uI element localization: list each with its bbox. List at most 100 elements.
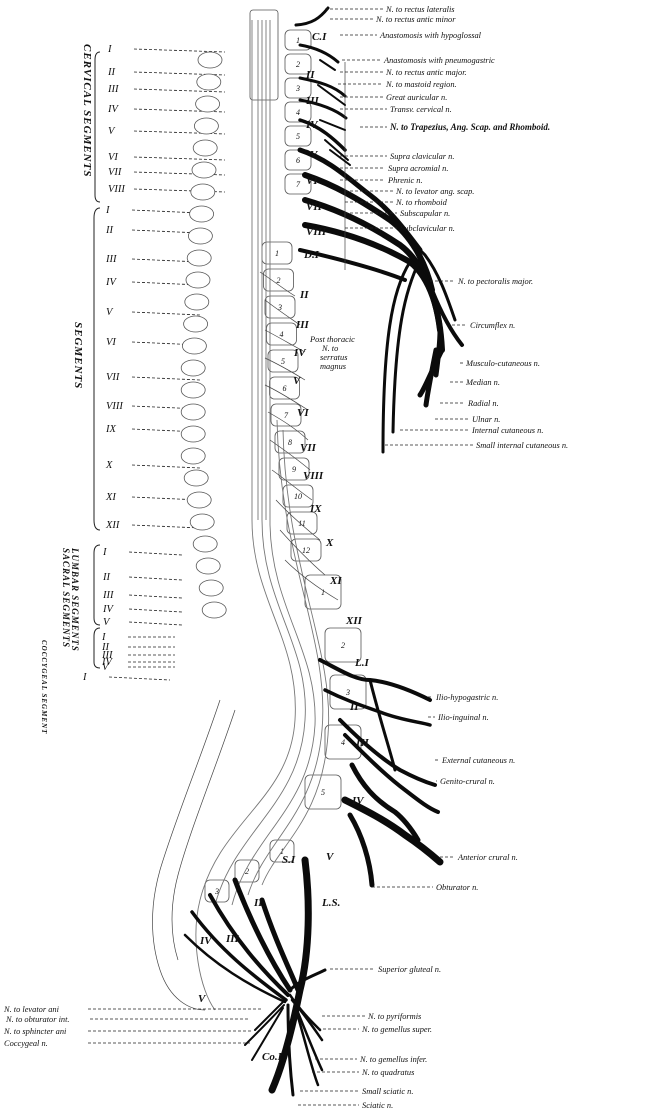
vertebra-number: 2 <box>341 641 345 650</box>
segment-leader <box>132 465 200 468</box>
nerve-label-2: N. to rectus antic minor <box>375 15 456 24</box>
segment-leader <box>129 609 182 612</box>
post-thoracic-label: Post thoracic N. to serratus magnus <box>309 335 355 371</box>
vertebra-number: 6 <box>296 156 300 165</box>
articular-process <box>191 184 215 200</box>
segment-label-cervical-1: I <box>107 44 112 55</box>
nerve-label-8: Transv. cervical n. <box>390 105 452 114</box>
nerve-root-cervical-3: III <box>305 95 320 107</box>
nerve-root-sacral-1: S.I <box>282 854 296 866</box>
nerve-root-thoracic-1: D.I <box>303 249 320 261</box>
coccygeal-label-2: N. to obturator int. <box>5 1015 70 1024</box>
vertebra-number: 5 <box>281 357 285 366</box>
coccygeal-label-3: N. to sphincter ani <box>3 1027 67 1036</box>
nerve-label-7: Great auricular n. <box>386 93 447 102</box>
nerve-root-thoracic-10: X <box>325 537 334 549</box>
articular-process <box>193 536 217 552</box>
nerve-root-thoracic-3: III <box>295 319 310 331</box>
nerve-root-thoracic-11: XI <box>329 575 342 587</box>
nerve-label-29: Anterior crural n. <box>457 853 518 862</box>
nerve-label-6: N. to mastoid region. <box>385 80 457 89</box>
segment-leader <box>132 377 200 380</box>
articular-process <box>197 74 221 90</box>
region-brackets <box>94 52 100 668</box>
vertebra-number: 5 <box>296 132 300 141</box>
articular-process <box>194 118 218 134</box>
coccygeal-segment-title: COCCYGEAL SEGMENT <box>40 640 48 734</box>
vertebra-number: 6 <box>283 384 287 393</box>
nerve-label-27: External cutaneous n. <box>441 756 515 765</box>
articular-process <box>190 514 214 530</box>
serratus-label-line-3: serratus <box>320 353 347 362</box>
nerve-label-5: N. to rectus antic major. <box>385 68 467 77</box>
nerve-label-4: Anastomosis with pneumogastric <box>383 56 495 65</box>
nerve-root-thoracic-4: IV <box>293 347 307 359</box>
segment-label-lumbar-1: I <box>102 547 107 558</box>
nerve-label-32: N. to pyriformis <box>367 1012 421 1021</box>
nerve-root-sacral-4: IV <box>199 935 213 947</box>
segment-label-lumbar-2: II <box>102 572 110 583</box>
articular-process <box>184 316 208 332</box>
nerve-label-16: Subclavicular n. <box>400 224 455 233</box>
vertebra-number: 3 <box>345 688 350 697</box>
nerve-root-thoracic-6: VI <box>297 407 309 419</box>
nerve-root-thoracic-5: V <box>293 375 302 387</box>
articular-process <box>186 272 210 288</box>
sacrum-outline <box>153 700 221 1010</box>
serratus-label-line-2: N. to <box>321 344 338 353</box>
segment-leader <box>129 622 182 625</box>
nerve-label-3: Anastomosis with hypoglossal <box>379 31 482 40</box>
segment-label-cervical-3: III <box>107 84 119 95</box>
segment-label-lumbar-5: V <box>103 617 111 628</box>
segment-label-thoracic-5: V <box>106 307 114 318</box>
nerve-root-sacral-2: II <box>253 897 263 909</box>
segment-leader <box>134 49 225 52</box>
nerve-label-37: Sciatic n. <box>362 1101 393 1110</box>
segment-leader <box>129 595 182 598</box>
segment-label-thoracic-10: X <box>105 460 113 471</box>
segment-label-cervical-8: VIII <box>108 184 125 195</box>
articular-process <box>181 382 205 398</box>
segment-label-cervical-5: V <box>108 126 116 137</box>
segment-label-thoracic-11: XI <box>105 492 116 503</box>
nerve-root-cervical-1: C.I <box>312 31 327 43</box>
nerve-root-lumbar-1: L.I <box>354 657 369 669</box>
nerve-label-17: N. to pectoralis major. <box>457 277 533 286</box>
nerve-label-35: N. to quadratus <box>361 1068 414 1077</box>
nerve-label-30: Obturator n. <box>436 883 478 892</box>
segment-label-thoracic-3: III <box>105 254 117 265</box>
lumbosacral-cord-label: L.S. <box>321 897 340 909</box>
segment-label-thoracic-8: VIII <box>106 401 123 412</box>
nerve-label-9: N. to Trapezius, Ang. Scap. and Rhomboid… <box>389 122 550 132</box>
articular-process <box>184 470 208 486</box>
nerve-label-1: N. to rectus lateralis <box>385 5 455 14</box>
nerve-root-thoracic-7: VII <box>300 442 317 454</box>
nerve-root-lumbar-5: V <box>326 851 335 863</box>
nerve-label-18: Circumflex n. <box>470 321 515 330</box>
coccygeal-root-label: Co.I <box>262 1051 283 1063</box>
nerve-root-thoracic-12: XII <box>345 615 363 627</box>
nerve-label-28: Genito-crural n. <box>440 777 495 786</box>
nerve-label-20: Median n. <box>465 378 500 387</box>
vertebra-number: 9 <box>292 465 296 474</box>
articular-process <box>198 52 222 68</box>
nerve-root-cervical-8: VIII <box>306 226 327 238</box>
atlas-region <box>250 10 278 100</box>
vertebra-number: 1 <box>275 249 279 258</box>
articular-process <box>187 250 211 266</box>
nerve-root-thoracic-9: IX <box>309 503 322 515</box>
segment-leader <box>129 577 182 580</box>
nerve-label-31: Superior gluteal n. <box>378 965 441 974</box>
nerve-root-sacral-5: V <box>198 993 207 1005</box>
articular-process <box>181 360 205 376</box>
segment-label-thoracic-7: VII <box>106 372 120 383</box>
vertebra-number: 12 <box>302 546 310 555</box>
articular-process <box>196 96 220 112</box>
articular-process <box>181 448 205 464</box>
articular-process <box>192 162 216 178</box>
segment-label-cervical-7: VII <box>108 167 122 178</box>
vertebra-number: 4 <box>280 330 284 339</box>
nerve-root-cervical-4: IV <box>305 119 319 131</box>
segment-label-thoracic-1: I <box>105 205 110 216</box>
